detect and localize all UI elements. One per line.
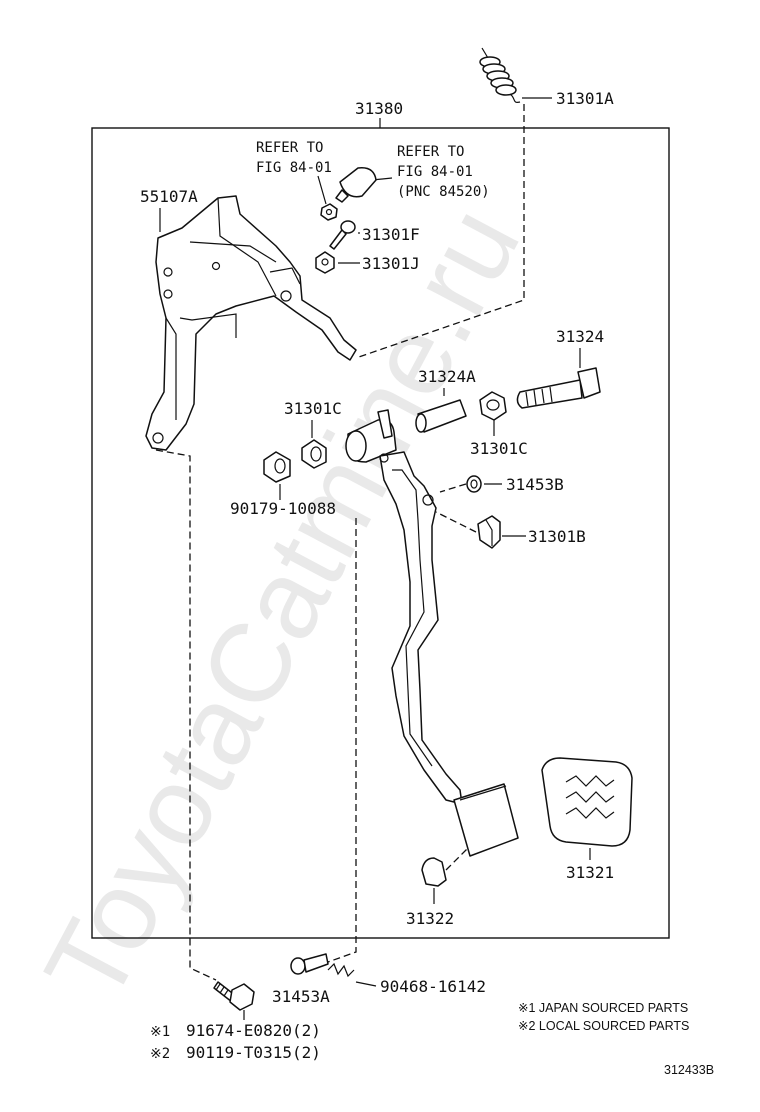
refer-note-left: REFER TO FIG 84-01 — [256, 140, 332, 176]
pedal-support-bracket-part[interactable] — [145, 195, 357, 451]
sourced-variant-2: ※2 90119-T0315(2) — [150, 1043, 321, 1062]
bracket-bolt-part[interactable] — [213, 981, 255, 1011]
svg-text:REFER TO: REFER TO — [256, 140, 323, 156]
sourced-variant-1: ※1 91674-E0820(2) — [150, 1021, 321, 1040]
label-31453B: 31453B — [506, 475, 564, 494]
label-31380: 31380 — [355, 99, 403, 118]
return-spring-part[interactable] — [479, 47, 521, 103]
label-31301C-right: 31301C — [470, 439, 528, 458]
pivot-bolt-part[interactable] — [516, 367, 601, 409]
label-31324: 31324 — [556, 327, 604, 346]
cushion-31322-part[interactable] — [421, 857, 447, 887]
label-31322: 31322 — [406, 909, 454, 928]
label-90468: 90468-16142 — [380, 977, 486, 996]
dashed-line-31301B — [435, 511, 477, 533]
dashed-line-bracket-bolt — [155, 449, 217, 981]
label-55107A: 55107A — [140, 187, 198, 206]
svg-text:REFER TO: REFER TO — [397, 144, 464, 160]
leader-refer-left — [317, 175, 327, 205]
pedal-pad-part[interactable] — [541, 757, 633, 847]
nut-31301J-part[interactable] — [315, 251, 335, 274]
svg-text:FIG 84-01: FIG 84-01 — [256, 160, 332, 176]
svg-text:(PNC 84520): (PNC 84520) — [397, 184, 490, 200]
label-31321: 31321 — [566, 863, 614, 882]
svg-text:※2: ※2 — [150, 1046, 170, 1062]
clip-90468-part[interactable] — [327, 962, 355, 978]
bushing-31301C-right-part[interactable] — [479, 391, 507, 421]
clevis-pin-31453A-part[interactable] — [290, 953, 329, 975]
dashed-line-pedal-pin — [327, 518, 357, 963]
brake-pedal-arm-part[interactable] — [345, 409, 519, 857]
leader-90468 — [355, 981, 377, 987]
pivot-collar-part[interactable] — [415, 399, 467, 433]
stop-lamp-switch-part[interactable] — [335, 167, 377, 203]
svg-text:91674-E0820(2): 91674-E0820(2) — [186, 1021, 321, 1040]
label-31453A: 31453A — [272, 987, 330, 1006]
bolt-31301F-part[interactable] — [329, 220, 356, 250]
label-31301B: 31301B — [528, 527, 586, 546]
svg-text:※1: ※1 — [150, 1024, 170, 1040]
diagram-code: 312433B — [664, 1063, 714, 1077]
legend-note-local: ※2 LOCAL SOURCED PARTS — [518, 1019, 689, 1033]
label-31301A: 31301A — [556, 89, 614, 108]
label-31301F: 31301F — [362, 225, 420, 244]
refer-note-right: REFER TO FIG 84-01 (PNC 84520) — [397, 144, 490, 200]
label-90179: 90179-10088 — [230, 499, 336, 518]
watermark: ToyotaCatmine.ru — [21, 188, 543, 1022]
pin-31453B-part[interactable] — [466, 475, 482, 493]
label-31301C-left: 31301C — [284, 399, 342, 418]
svg-text:90119-T0315(2): 90119-T0315(2) — [186, 1043, 321, 1062]
bushing-90179-part[interactable] — [263, 451, 291, 483]
dashed-line-spring — [355, 104, 525, 359]
switch-nut-part[interactable] — [320, 203, 338, 221]
dashed-line-31453B — [439, 483, 467, 493]
svg-text:FIG 84-01: FIG 84-01 — [397, 164, 473, 180]
label-31324A: 31324A — [418, 367, 476, 386]
legend-note-japan: ※1 JAPAN SOURCED PARTS — [518, 1001, 688, 1015]
bushing-31301C-left-part[interactable] — [301, 439, 327, 469]
stopper-31301B-part[interactable] — [477, 515, 501, 549]
label-31301J: 31301J — [362, 254, 420, 273]
dashed-line-31322 — [445, 847, 469, 871]
